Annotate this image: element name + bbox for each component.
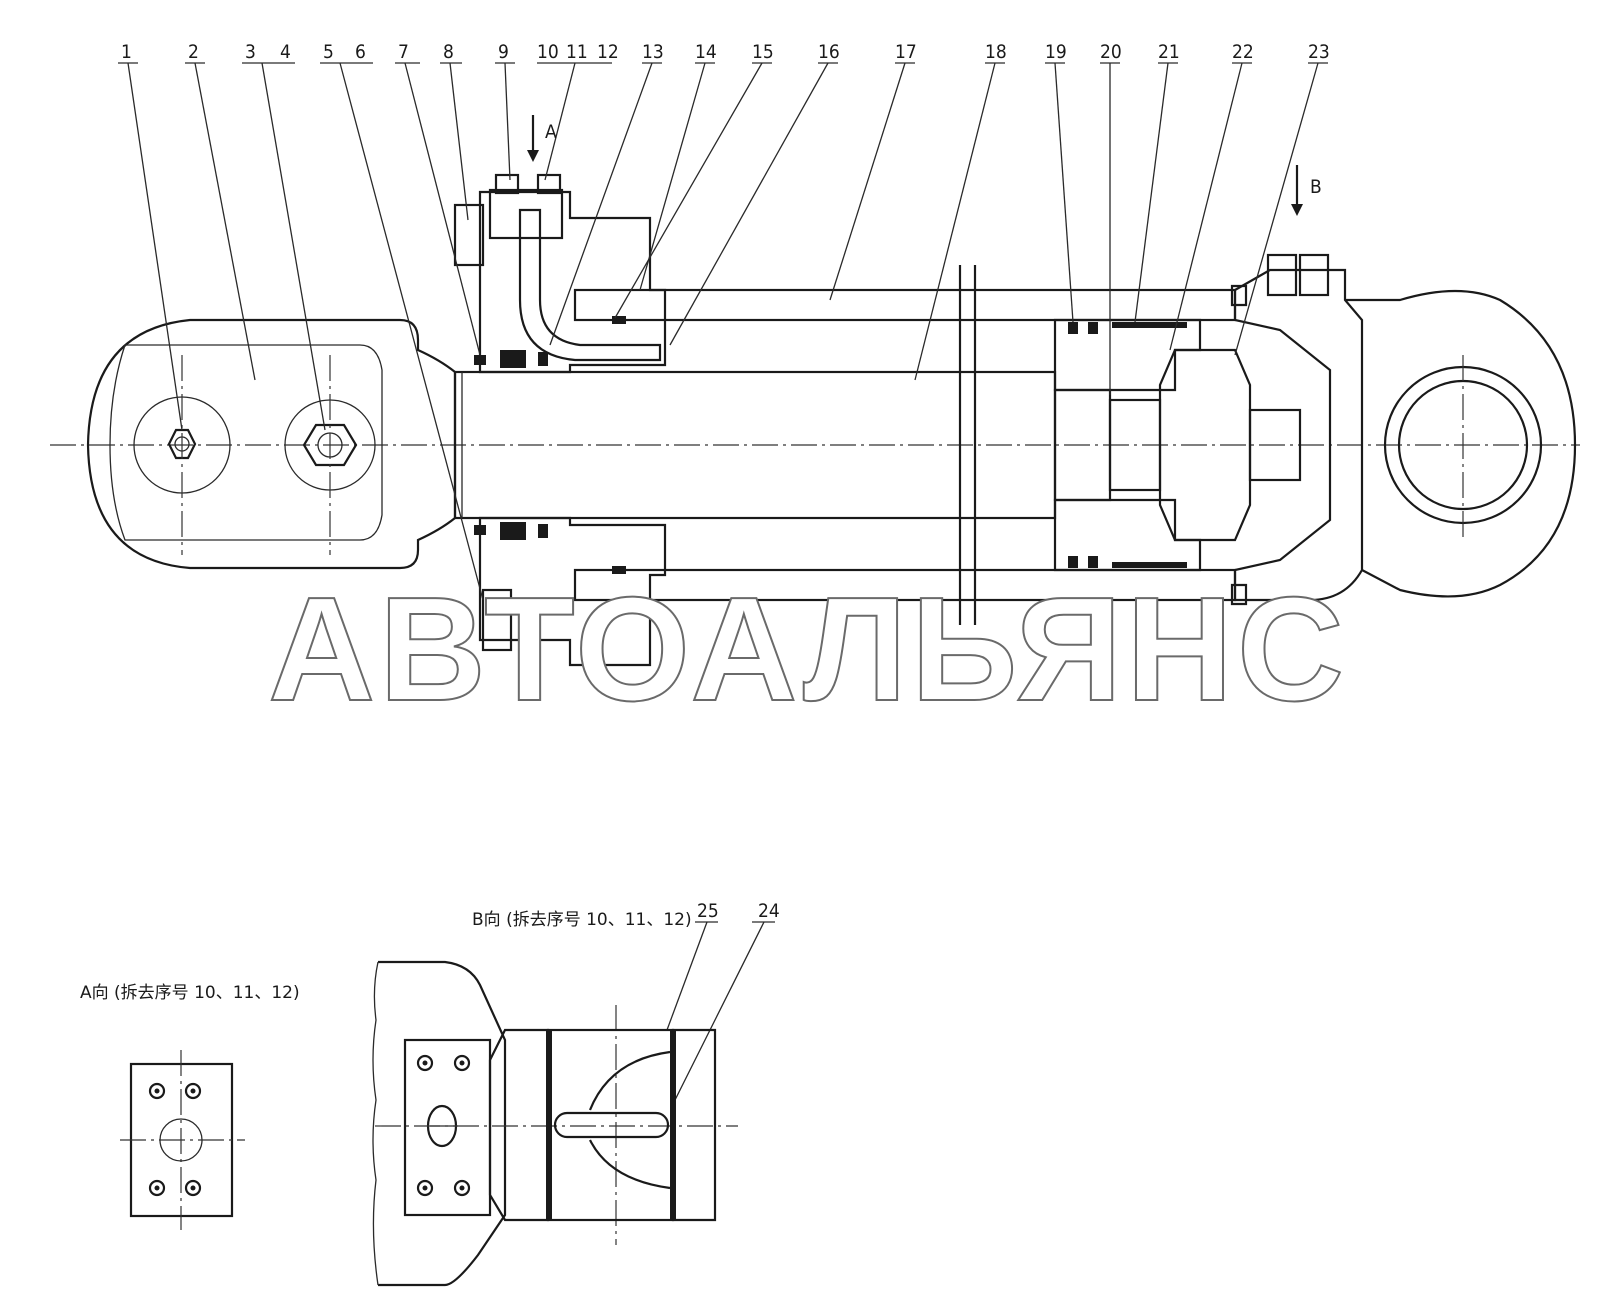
callout-23: 23 [1308,41,1330,63]
rod-end-eye [86,318,457,570]
flange-bolt-b [536,173,562,195]
main-section-view [50,173,1580,667]
view-b-arc-upper [588,1050,671,1111]
view-letter-a: A [545,121,557,143]
view-a-caption: A向 (拆去序号 10、11、12) [80,983,300,1003]
callout-6: 6 [355,41,366,63]
view-b-bore [546,1028,675,1222]
end-cap-bolt-a [1266,253,1298,297]
port-channel [518,208,662,362]
view-b-arc-lower [589,1139,671,1190]
callout-3: 3 [245,41,256,63]
flange-bolt-a [494,173,520,195]
callout-5: 5 [323,41,334,63]
view-b-block-left [488,1028,550,1222]
callout-10: 10 [537,41,559,63]
view-marker-b: B [1291,165,1322,216]
callout-24: 24 [758,900,780,922]
clamp-plate [109,344,383,541]
view-b-housing [378,960,507,1287]
piston-nut [1158,348,1252,542]
rod-seal-lower-3 [538,524,548,538]
callout-25: 25 [697,900,719,922]
view-b-pin [553,1111,670,1139]
view-b-block-right [671,1028,717,1222]
callout-15: 15 [752,41,774,63]
weld-lower [1230,583,1248,606]
callout-8: 8 [443,41,454,63]
bolt-head [302,423,358,467]
callout-22: 22 [1232,41,1254,63]
rod-end-thread [1248,408,1302,482]
callout-9: 9 [498,41,509,63]
weld-upper [1230,284,1248,307]
view-marker-a: A [527,115,557,162]
gland-nut-lower [481,588,513,652]
callout-14: 14 [695,41,717,63]
callout-1: 1 [121,41,132,63]
view-b-bolt-holes [416,1054,471,1197]
view-a-bolt-holes [148,1082,202,1197]
view-a: A向 (拆去序号 10、11、12) [80,983,300,1230]
rod-seal-lower-1 [474,525,486,535]
guide-ring-upper [1112,322,1187,328]
rod-seal-upper-1 [474,355,486,365]
end-cap [1233,268,1364,602]
callout-16: 16 [818,41,840,63]
piston-seal-l1 [1068,556,1078,568]
callout-4: 4 [280,41,291,63]
callout-12: 12 [597,41,619,63]
end-cap-bolt-b [1298,253,1330,297]
gland-nut-upper [453,203,485,267]
view-a-port [159,1118,203,1162]
callout-21: 21 [1158,41,1180,63]
callout-20: 20 [1100,41,1122,63]
callout-19: 19 [1045,41,1067,63]
callout-11: 11 [566,41,588,63]
rod-seal-lower-2 [500,522,526,540]
gland-lower [478,516,667,667]
callout-18: 18 [985,41,1007,63]
cylinder-eye [1345,289,1577,598]
view-b-break [372,961,379,1286]
piston-seal-u2 [1088,322,1098,334]
watermark: АВТОАЛЬЯНС [268,567,1348,732]
view-b-seal-right [670,1030,676,1220]
grease-nipple [167,428,197,460]
callout-2: 2 [188,41,199,63]
rod-seal-upper-2 [500,350,526,368]
view-b: B向 (拆去序号 10、11、12) [372,910,775,1287]
port-flange [488,188,564,240]
piston-seal-l2 [1088,556,1098,568]
view-b-seal-left [546,1030,552,1220]
view-b-caption: B向 (拆去序号 10、11、12) [472,910,692,930]
callout-7: 7 [398,41,409,63]
callout-leaders [118,62,1328,601]
guide-ring-lower [1112,562,1187,568]
callout-13: 13 [642,41,664,63]
piston-seal-u1 [1068,322,1078,334]
callout-numbers: 1 2 3 4 5 6 7 8 9 10 11 12 13 14 15 16 1… [121,41,1330,922]
view-letter-b: B [1310,176,1322,198]
callout-17: 17 [895,41,917,63]
rod-seal-upper-3 [538,352,548,366]
